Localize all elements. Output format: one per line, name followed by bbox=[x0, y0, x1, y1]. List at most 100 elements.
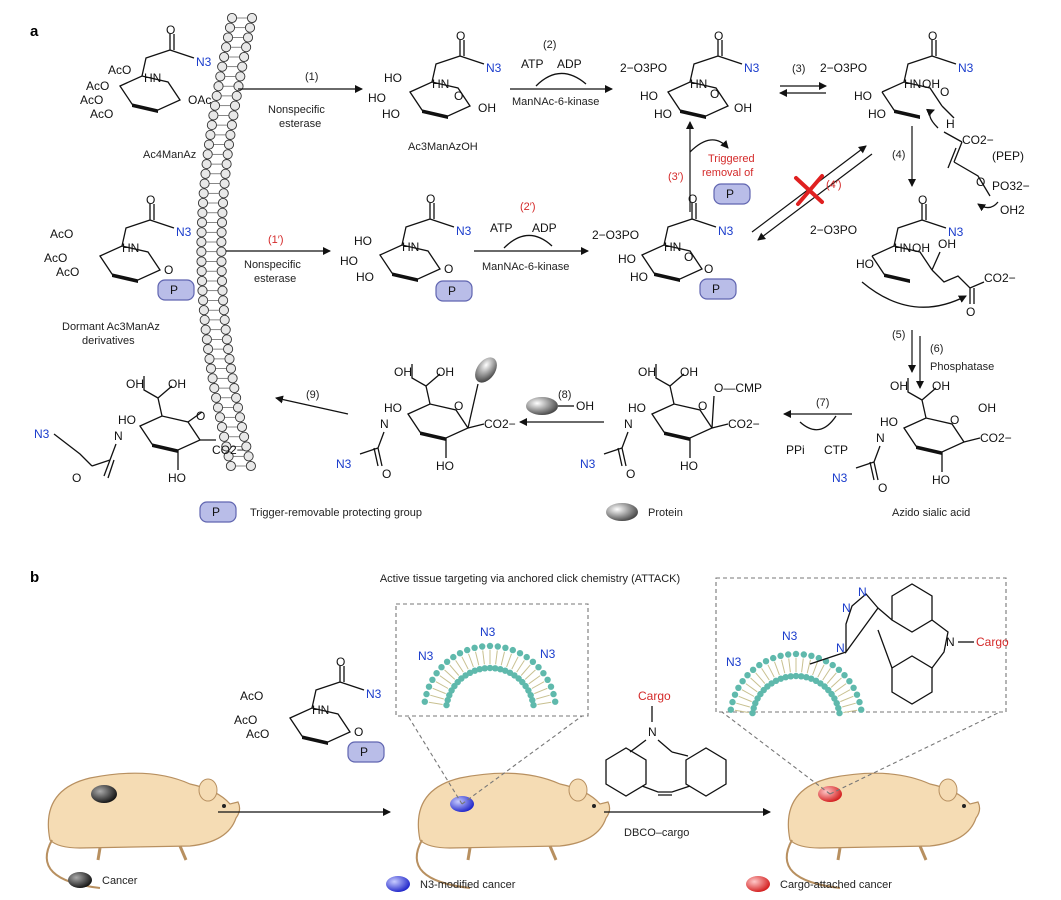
dormant-label-2: derivatives bbox=[82, 335, 135, 347]
svg-text:P: P bbox=[212, 505, 220, 519]
svg-text:ATP: ATP bbox=[521, 57, 543, 71]
svg-text:(3′): (3′) bbox=[668, 171, 684, 183]
sialic-precursor-structure: 2−O3PO HO HN OH O N3 OH CO2− O bbox=[810, 193, 1016, 319]
svg-text:P: P bbox=[712, 282, 720, 296]
svg-text:OH: OH bbox=[126, 377, 144, 391]
svg-text:O: O bbox=[710, 87, 719, 101]
svg-text:P: P bbox=[360, 745, 368, 759]
svg-text:ATP: ATP bbox=[490, 221, 512, 235]
svg-text:HO: HO bbox=[628, 401, 646, 415]
mouse-cargo-attached bbox=[785, 772, 981, 889]
svg-text:OH: OH bbox=[932, 379, 950, 393]
open-chain-aldehyde-structure: 2−O3PO HO HO HN OH O N3 O H bbox=[820, 29, 974, 131]
pep-structure: CO2− (PEP) O PO32− OH2 bbox=[926, 108, 1030, 217]
svg-text:N: N bbox=[858, 585, 867, 599]
svg-text:HO: HO bbox=[168, 471, 186, 485]
svg-text:Cargo: Cargo bbox=[976, 635, 1009, 649]
mannaz-6-phosphate-structure: 2−O3PO HO HO HN O O N3 OH bbox=[620, 29, 760, 121]
svg-text:OH: OH bbox=[922, 77, 940, 91]
step-1p-label: (1′) bbox=[268, 234, 284, 246]
arrow-step-9 bbox=[275, 395, 349, 415]
legend-n3-cancer: N3-modified cancer bbox=[420, 879, 516, 891]
svg-text:(7): (7) bbox=[816, 397, 829, 409]
svg-text:OH: OH bbox=[912, 241, 930, 255]
svg-text:CTP: CTP bbox=[824, 443, 848, 457]
svg-text:N3: N3 bbox=[540, 647, 556, 661]
svg-text:Nonspecific: Nonspecific bbox=[268, 104, 325, 116]
svg-text:ADP: ADP bbox=[557, 57, 582, 71]
svg-text:PO32−: PO32− bbox=[992, 179, 1030, 193]
svg-text:(2′): (2′) bbox=[520, 201, 536, 213]
svg-text:O: O bbox=[878, 481, 887, 495]
svg-text:N3: N3 bbox=[418, 649, 434, 663]
svg-text:OH: OH bbox=[478, 101, 496, 115]
svg-text:OAc: OAc bbox=[188, 93, 211, 107]
svg-text:Phosphatase: Phosphatase bbox=[930, 361, 994, 373]
svg-text:OH: OH bbox=[638, 365, 656, 379]
svg-text:N3: N3 bbox=[456, 224, 472, 238]
step-1-label: (1) bbox=[305, 71, 318, 83]
svg-text:N3: N3 bbox=[336, 457, 352, 471]
svg-text:O: O bbox=[976, 175, 985, 189]
svg-text:N3: N3 bbox=[486, 61, 502, 75]
svg-text:O—CMP: O—CMP bbox=[714, 381, 762, 395]
svg-text:O: O bbox=[704, 262, 713, 276]
svg-text:HN: HN bbox=[690, 77, 707, 91]
svg-text:N3: N3 bbox=[176, 225, 192, 239]
svg-text:O: O bbox=[382, 467, 391, 481]
svg-text:H: H bbox=[946, 117, 955, 131]
svg-text:O: O bbox=[164, 263, 173, 277]
panel-label-b: b bbox=[30, 569, 39, 586]
svg-text:N3: N3 bbox=[366, 687, 382, 701]
panel-b-title: Active tissue targeting via anchored cli… bbox=[380, 573, 680, 585]
svg-text:Nonspecific: Nonspecific bbox=[244, 259, 301, 271]
ac4manaz-label: Ac4ManAz bbox=[143, 149, 196, 161]
legend-cargo-cancer-icon bbox=[746, 876, 770, 892]
svg-text:HN: HN bbox=[312, 703, 329, 717]
svg-text:O: O bbox=[72, 471, 81, 485]
svg-text:Cargo: Cargo bbox=[638, 689, 671, 703]
svg-text:HO: HO bbox=[932, 473, 950, 487]
membrane-arc-cargo bbox=[727, 650, 865, 717]
svg-text:HO: HO bbox=[654, 107, 672, 121]
svg-text:AcO: AcO bbox=[80, 93, 103, 107]
svg-text:CO2−: CO2− bbox=[728, 417, 760, 431]
svg-text:CO2−: CO2− bbox=[984, 271, 1016, 285]
svg-text:esterase: esterase bbox=[279, 118, 321, 130]
svg-text:AcO: AcO bbox=[44, 251, 67, 265]
panel-label-a: a bbox=[30, 23, 39, 40]
svg-text:AcO: AcO bbox=[86, 79, 109, 93]
svg-text:HO: HO bbox=[868, 107, 886, 121]
svg-text:(PEP): (PEP) bbox=[992, 149, 1024, 163]
svg-text:HN: HN bbox=[402, 240, 419, 254]
legend-protecting-group-icon bbox=[199, 501, 237, 523]
svg-text:OH: OH bbox=[938, 237, 956, 251]
svg-text:HO: HO bbox=[880, 415, 898, 429]
svg-text:N: N bbox=[624, 417, 633, 431]
legend-protein: Protein bbox=[648, 507, 683, 519]
dormant-phosphate-structure: 2−O3PO HO HO HN O O N3 O P bbox=[592, 192, 737, 300]
svg-text:N: N bbox=[380, 417, 389, 431]
svg-text:2−O3PO: 2−O3PO bbox=[820, 61, 867, 75]
svg-text:(4): (4) bbox=[892, 149, 905, 161]
svg-text:HN: HN bbox=[432, 77, 449, 91]
svg-text:OH: OH bbox=[890, 379, 908, 393]
svg-text:O: O bbox=[714, 29, 723, 43]
svg-text:AcO: AcO bbox=[90, 107, 113, 121]
svg-text:O: O bbox=[426, 192, 435, 206]
ac4manaz-structure: AcO AcO AcO AcO HN O N3 OAc bbox=[80, 23, 212, 121]
svg-text:OH: OH bbox=[168, 377, 186, 391]
svg-text:O: O bbox=[950, 413, 959, 427]
protein-icon bbox=[526, 397, 558, 415]
svg-text:OH: OH bbox=[680, 365, 698, 379]
svg-text:HO: HO bbox=[618, 252, 636, 266]
svg-text:O: O bbox=[336, 655, 345, 669]
svg-text:HO: HO bbox=[640, 89, 658, 103]
svg-text:OH: OH bbox=[394, 365, 412, 379]
svg-text:OH: OH bbox=[978, 401, 996, 415]
dormant-label-1: Dormant Ac3ManAz bbox=[62, 321, 160, 333]
ac3manazoh-label: Ac3ManAzOH bbox=[408, 141, 478, 153]
svg-text:HN: HN bbox=[122, 241, 139, 255]
cmp-sialic-acid-structure: HO N OH OH O O—CMP CO2− HO N3 O bbox=[580, 364, 762, 481]
